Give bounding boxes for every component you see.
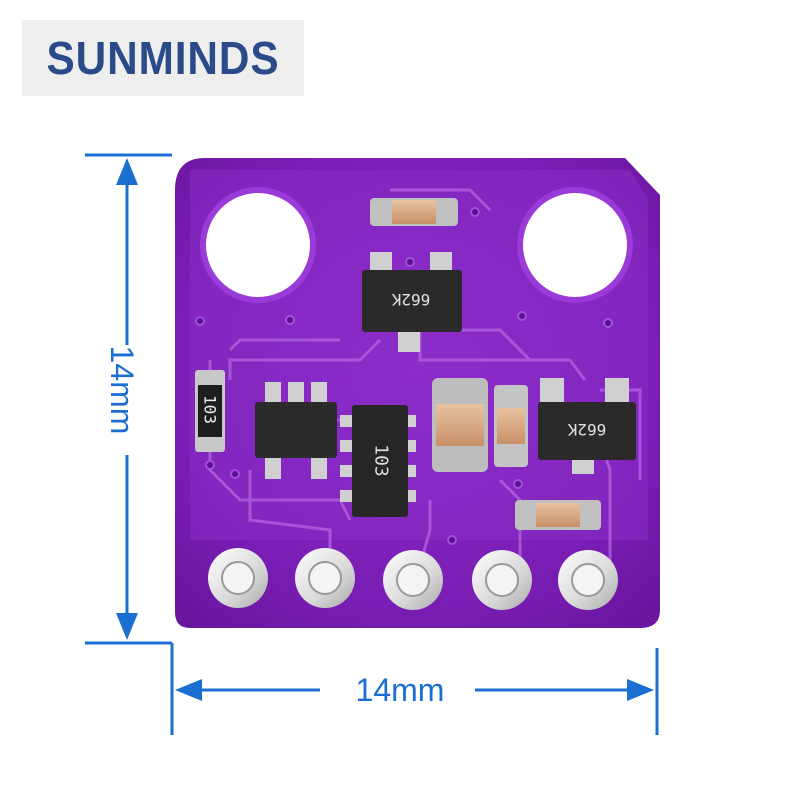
capacitor-bottom xyxy=(515,500,601,530)
resistor-array xyxy=(340,405,416,517)
dimension-lines xyxy=(85,153,659,735)
regulator-top-marking: 662K xyxy=(391,290,431,309)
capacitor-small xyxy=(494,385,528,467)
ic-sensor xyxy=(255,382,337,479)
height-dimension-label: 14mm xyxy=(104,345,140,435)
width-dimension-label: 14mm xyxy=(330,672,470,709)
resistor-left xyxy=(195,370,225,452)
capacitor-large xyxy=(432,378,488,472)
header-pins xyxy=(208,548,618,610)
regulator-right xyxy=(538,378,636,474)
brand-logo: SUNMINDS xyxy=(46,32,280,84)
regulator-top xyxy=(362,252,462,352)
resistor-left-marking: 103 xyxy=(200,395,220,424)
brand-logo-box: SUNMINDS xyxy=(22,20,304,96)
vias xyxy=(195,207,613,545)
resistor-array-marking: 103 xyxy=(370,444,392,477)
regulator-right-marking: 662K xyxy=(567,420,607,439)
capacitor-top xyxy=(370,198,458,226)
